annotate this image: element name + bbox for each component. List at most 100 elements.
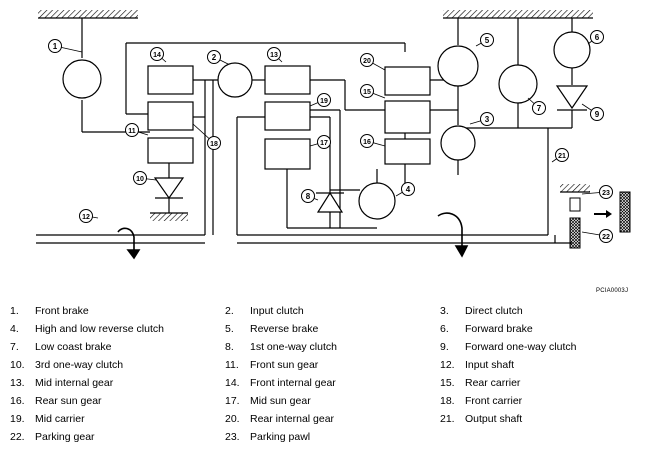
callout-15: 15 — [360, 84, 386, 99]
callout-number: 7 — [537, 104, 542, 113]
callout-4: 4 — [395, 182, 415, 197]
legend-number: 18. — [440, 395, 455, 407]
callout-circle — [360, 84, 374, 98]
rotation-arrows — [117, 212, 469, 260]
callout-23: 23 — [581, 185, 613, 199]
legend-number: 20. — [225, 413, 240, 425]
callout-22: 22 — [581, 229, 613, 243]
callout-number: 16 — [363, 139, 371, 146]
legend-label: Forward one-way clutch — [465, 341, 577, 353]
legend-number: 9. — [440, 341, 449, 353]
callout-number: 3 — [485, 115, 490, 124]
legend-number: 3. — [440, 305, 449, 317]
callout-number: 13 — [270, 52, 278, 59]
legend-number: 11. — [225, 359, 239, 371]
legend-label: Input clutch — [250, 305, 304, 317]
legend-number: 8. — [225, 341, 234, 353]
callout-13: 13 — [267, 47, 283, 63]
callout-circle — [317, 93, 331, 107]
direct-clutch-symbol — [440, 125, 476, 161]
legend-number: 12. — [440, 359, 455, 371]
callout-circle — [79, 209, 93, 223]
legend-label: Front carrier — [465, 395, 523, 407]
callout-number: 22 — [602, 234, 610, 241]
clutch-brake-circles — [62, 31, 591, 220]
callout-circle — [480, 33, 494, 47]
callout-number: 21 — [558, 153, 566, 160]
callout-circle — [133, 171, 147, 185]
legend-number: 22. — [10, 431, 25, 443]
mid-carrier-box — [264, 101, 311, 131]
legend-label: Rear internal gear — [250, 413, 335, 425]
callout-number: 14 — [153, 52, 161, 59]
legend-number: 4. — [10, 323, 19, 335]
callout-circle — [555, 148, 569, 162]
legend-label: Mid carrier — [35, 413, 85, 425]
legend-number: 19. — [10, 413, 25, 425]
legend-number: 10. — [10, 359, 25, 371]
legend-label: Front internal gear — [250, 377, 336, 389]
parking-gear-symbol — [569, 217, 581, 249]
callout-number: 12 — [82, 214, 90, 221]
legend-label: 3rd one-way clutch — [35, 359, 124, 371]
front-sun-gear-box — [147, 137, 194, 164]
one-way-clutches — [153, 85, 589, 228]
callout-6: 6 — [587, 30, 604, 45]
legend-number: 2. — [225, 305, 234, 317]
ground-symbols — [38, 10, 593, 221]
output-rotation-arrow — [437, 212, 463, 248]
callout-2: 2 — [207, 50, 229, 65]
legend-number: 14. — [225, 377, 240, 389]
callout-circle — [590, 30, 604, 44]
legend-number: 21. — [440, 413, 455, 425]
legend-number: 1. — [10, 305, 19, 317]
callout-8: 8 — [301, 189, 319, 203]
legend-label: Rear sun gear — [35, 395, 102, 407]
input-rotation-arrow — [117, 227, 135, 252]
callout-10: 10 — [133, 171, 157, 185]
parking-mechanism — [569, 191, 631, 249]
callout-number: 9 — [595, 110, 600, 119]
callout-14: 14 — [150, 47, 167, 63]
legend-label: Parking gear — [35, 431, 95, 443]
callout-circle — [599, 229, 613, 243]
low-coast-brake-symbol — [498, 64, 538, 104]
callout-circle — [48, 39, 62, 53]
legend-number: 23. — [225, 431, 240, 443]
legend-label: Front sun gear — [250, 359, 319, 371]
callout-circle — [150, 47, 164, 61]
callout-circle — [207, 50, 221, 64]
rear-sun-gear-box — [384, 138, 431, 165]
legend-label: Mid internal gear — [35, 377, 114, 389]
callout-number: 17 — [320, 140, 328, 147]
first-one-way-clutch-symbol — [316, 191, 344, 213]
callout-7: 7 — [527, 97, 546, 115]
callout-circle — [532, 101, 546, 115]
legend-label: Reverse brake — [250, 323, 319, 335]
callout-17: 17 — [309, 135, 331, 149]
forward-one-way-clutch-symbol — [555, 85, 589, 110]
legend-label: Forward brake — [465, 323, 533, 335]
callout-number: 2 — [212, 53, 217, 62]
mid-sun-gear-box — [264, 138, 311, 170]
callout-circle — [480, 112, 494, 126]
callout-circle — [599, 185, 613, 199]
parking-pawl-symbol — [569, 197, 581, 212]
figure-code: PCIA0003J — [596, 288, 629, 294]
callout-number: 4 — [406, 185, 411, 194]
callout-circle — [360, 53, 374, 67]
callout-circle — [590, 107, 604, 121]
callout-circle — [401, 182, 415, 196]
legend-number: 7. — [10, 341, 19, 353]
gear-boxes — [147, 65, 431, 170]
legend-number: 16. — [10, 395, 25, 407]
callout-number: 5 — [485, 36, 490, 45]
callout-circle — [301, 189, 315, 203]
callout-circle — [267, 47, 281, 61]
callout-circle — [207, 136, 221, 150]
mid-internal-gear-box — [264, 65, 311, 95]
callout-number: 8 — [306, 192, 311, 201]
callout-number: 20 — [363, 58, 371, 65]
